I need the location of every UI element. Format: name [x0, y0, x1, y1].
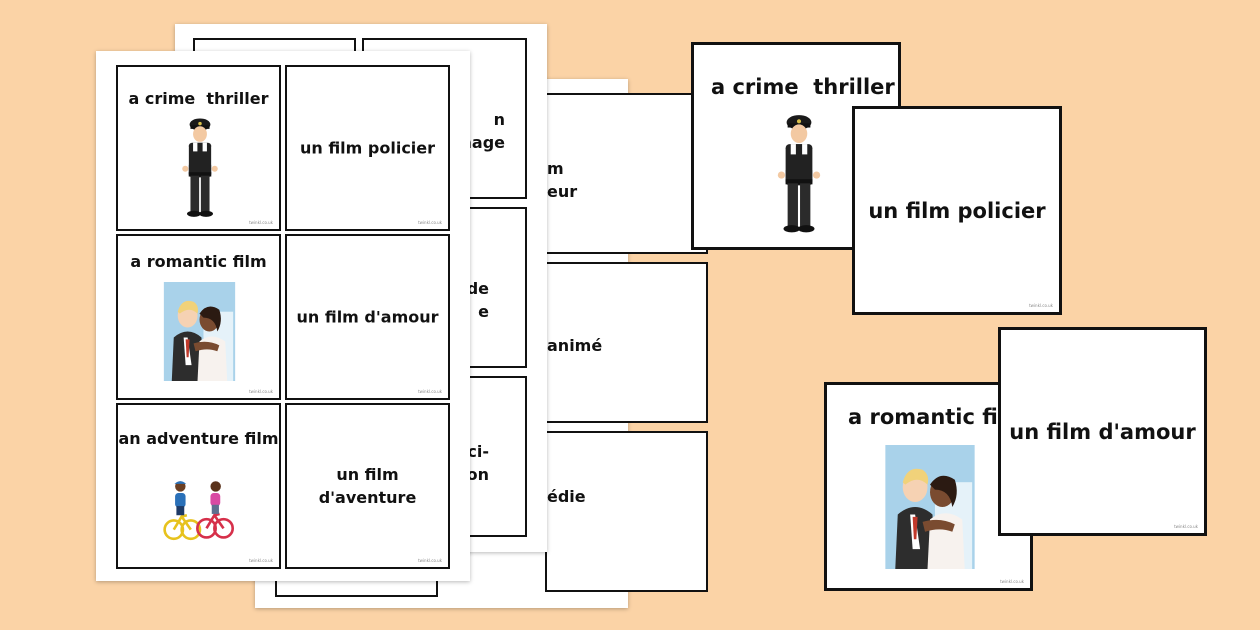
- card-crime-french: un film policier twinkl.co.uk: [285, 65, 450, 231]
- card-english-label: a romantic film: [130, 252, 267, 271]
- cyclists-image: [162, 461, 234, 559]
- card-text-fragment: animé: [547, 336, 603, 355]
- card-english-label: an adventure film: [118, 429, 279, 448]
- card-adventure-french: un film d'aventure twinkl.co.uk: [285, 403, 450, 569]
- card-text-fragment: m eur: [547, 159, 578, 202]
- card-french-label: un film d'amour: [1009, 419, 1196, 444]
- card-back-3: édie: [545, 431, 708, 592]
- watermark: twinkl.co.uk: [418, 558, 442, 563]
- card-text-fragment: n nage: [460, 110, 506, 153]
- card-back-2: animé: [545, 262, 708, 423]
- watermark: twinkl.co.uk: [249, 220, 273, 225]
- card-text-fragment: de e: [466, 279, 489, 322]
- police-officer-image: [768, 103, 830, 243]
- card-french-label: un film policier: [299, 138, 436, 158]
- card-crime-english: a crime thriller twinkl.co.uk: [116, 65, 281, 231]
- card-romantic-english: a romantic film twinkl.co.uk: [116, 234, 281, 400]
- watermark: twinkl.co.uk: [1174, 524, 1198, 529]
- card-text-fragment: édie: [547, 487, 586, 506]
- couple-image: [163, 282, 236, 381]
- police-officer-image: [174, 111, 226, 223]
- watermark: twinkl.co.uk: [1000, 579, 1024, 584]
- card-back-1: m eur: [545, 93, 708, 254]
- card-french-label: un film d'aventure: [318, 464, 417, 507]
- card-french-label: un film policier: [868, 198, 1046, 223]
- loose-card-crime-french: un film policier twinkl.co.uk: [852, 106, 1062, 315]
- watermark: twinkl.co.uk: [1029, 303, 1053, 308]
- card-french-label: un film d'amour: [296, 307, 439, 327]
- watermark: twinkl.co.uk: [418, 220, 442, 225]
- card-english-label: a crime thriller: [128, 89, 269, 108]
- watermark: twinkl.co.uk: [418, 389, 442, 394]
- card-adventure-english: an adventure film twinkl.co.uk: [116, 403, 281, 569]
- couple-image: [883, 445, 977, 569]
- watermark: twinkl.co.uk: [249, 389, 273, 394]
- watermark: twinkl.co.uk: [249, 558, 273, 563]
- loose-card-romantic-french: un film d'amour twinkl.co.uk: [998, 327, 1207, 536]
- card-romantic-french: un film d'amour twinkl.co.uk: [285, 234, 450, 400]
- worksheet-front: a crime thriller twinkl.co.uk un film po…: [96, 51, 470, 581]
- card-english-label: a crime thriller: [711, 75, 895, 99]
